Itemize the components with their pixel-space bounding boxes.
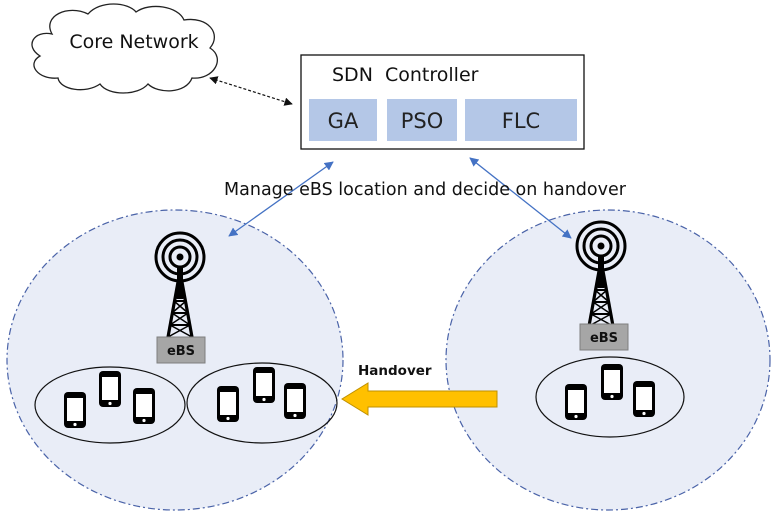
module-ga bbox=[309, 99, 377, 141]
phone-icon bbox=[633, 381, 655, 417]
left-device-cluster-2 bbox=[186, 362, 338, 444]
module-pso-label: PSO bbox=[401, 109, 444, 133]
phone-icon bbox=[217, 386, 239, 422]
phone-icon bbox=[64, 392, 86, 428]
sdn-to-left-ebs-arrow bbox=[228, 161, 334, 237]
phone-icon bbox=[99, 371, 121, 407]
manage-caption: Manage eBS location and decide on handov… bbox=[224, 180, 627, 200]
phone-icon bbox=[284, 383, 306, 419]
module-flc bbox=[465, 99, 577, 141]
sdn-controller-title: SDN Controller bbox=[332, 64, 479, 86]
handover-label: Handover bbox=[358, 363, 432, 379]
right-coverage-cell bbox=[445, 209, 771, 511]
right-ebs-badge bbox=[579, 323, 629, 351]
core-to-sdn-link bbox=[209, 76, 293, 106]
left-ebs-badge bbox=[156, 336, 206, 364]
left-device-cluster-1 bbox=[34, 366, 186, 444]
right-ebs-label: eBS bbox=[590, 331, 618, 346]
core-network-label: Core Network bbox=[69, 31, 198, 53]
left-ebs-label: eBS bbox=[167, 344, 195, 359]
phone-icon bbox=[133, 388, 155, 424]
phone-icon bbox=[565, 384, 587, 420]
sdn-controller: SDN Controller GA PSO FLC bbox=[300, 54, 585, 150]
core-network-cloud: Core Network bbox=[31, 3, 218, 94]
handover-arrow bbox=[341, 382, 498, 416]
phone-icon bbox=[253, 367, 275, 403]
cloud-icon bbox=[31, 3, 218, 94]
module-flc-label: FLC bbox=[502, 109, 540, 133]
module-ga-label: GA bbox=[328, 109, 359, 133]
phone-icon bbox=[601, 364, 623, 400]
right-device-cluster bbox=[535, 356, 685, 438]
module-pso bbox=[387, 99, 457, 141]
sdn-to-right-ebs-arrow bbox=[469, 157, 572, 239]
